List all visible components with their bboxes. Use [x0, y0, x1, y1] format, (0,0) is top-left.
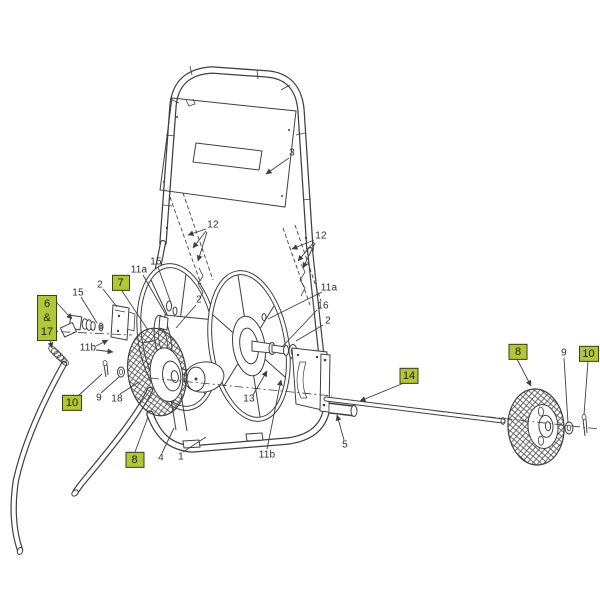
part-label-11a: 11a — [320, 282, 338, 294]
highlighted-part-callout-10[interactable]: 10 — [578, 345, 599, 363]
leader-hose — [71, 386, 154, 497]
highlighted-part-callout-7[interactable]: 7 — [111, 274, 130, 292]
hose-elbow-fitting — [59, 314, 104, 338]
part-label-9: 9 — [561, 347, 567, 359]
part-label-15: 15 — [72, 287, 84, 299]
right-wheel — [507, 388, 565, 466]
part-label-2: 2 — [196, 294, 202, 306]
left-wheel — [127, 327, 187, 417]
highlighted-part-callout-10[interactable]: 10 — [62, 394, 82, 412]
highlighted-part-callout-14[interactable]: 14 — [399, 367, 419, 385]
cotter-pin-left — [102, 360, 109, 378]
highlighted-part-callout-6&17[interactable]: 6 & 17 — [37, 295, 57, 341]
part-label-4: 4 — [158, 452, 164, 464]
part-label-13: 13 — [243, 393, 255, 405]
axle-sleeve — [328, 402, 358, 417]
reel-gearbox — [183, 361, 225, 393]
handle-assembly — [159, 65, 314, 254]
part-label-16: 16 — [317, 300, 329, 312]
highlighted-part-callout-8[interactable]: 8 — [125, 451, 144, 469]
cotter-pin-right — [581, 414, 588, 437]
part-label-11b: 11b — [258, 449, 276, 461]
part-label-18: 18 — [111, 393, 123, 405]
supply-hose — [10, 360, 68, 555]
axle-washer-left — [117, 366, 125, 378]
screw-set — [95, 192, 322, 450]
part-label-11b: 11b — [79, 342, 97, 354]
axle-rod — [323, 396, 506, 425]
part-label-11a: 11a — [130, 264, 148, 276]
part-label-2: 2 — [325, 315, 331, 327]
part-label-15: 15 — [150, 256, 162, 268]
mount-bracket-left — [110, 304, 136, 341]
axle-bracket — [319, 353, 331, 413]
part-label-3: 3 — [289, 147, 295, 159]
part-label-9: 9 — [96, 392, 102, 404]
leader-lines — [47, 157, 589, 454]
bottom-frame — [146, 408, 330, 453]
drum-axle-parts — [158, 300, 178, 331]
part-label-2: 2 — [97, 279, 103, 291]
centerlines — [43, 330, 600, 430]
part-label-12: 12 — [315, 230, 327, 242]
part-label-1: 1 — [178, 451, 184, 463]
part-label-5: 5 — [342, 439, 348, 451]
axle-washer-right — [564, 421, 574, 435]
highlighted-part-callout-8[interactable]: 8 — [508, 343, 528, 361]
part-label-12: 12 — [207, 219, 219, 231]
